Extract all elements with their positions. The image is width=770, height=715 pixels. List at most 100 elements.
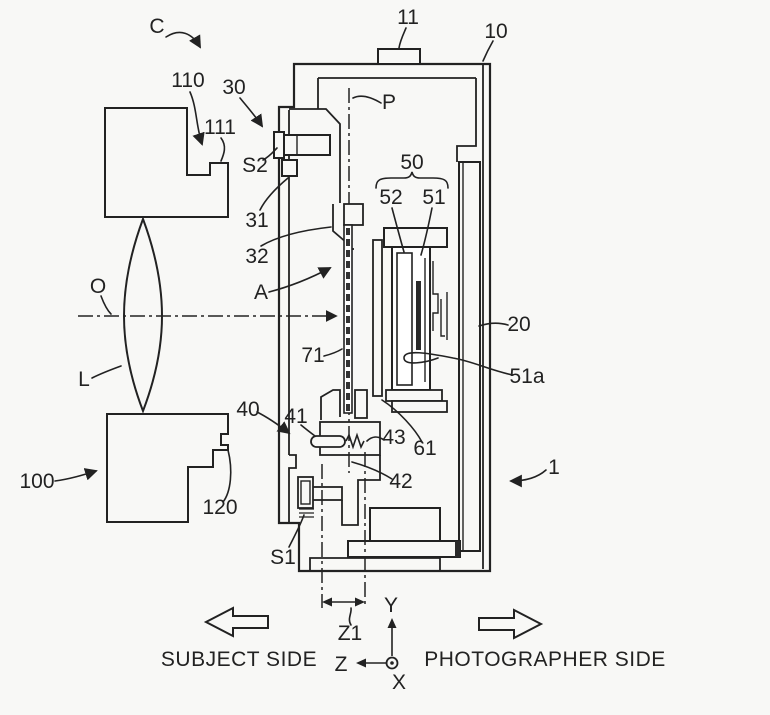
label-l: L	[78, 368, 90, 391]
side-captions: SUBJECT SIDE PHOTOGRAPHER SIDE	[161, 606, 666, 671]
lens-assembly	[78, 107, 338, 523]
base-box	[369, 507, 441, 542]
label-120: 120	[202, 496, 237, 519]
label-40: 40	[236, 398, 259, 421]
leader-111	[220, 137, 226, 162]
label-20: 20	[507, 313, 530, 336]
top-protrusion	[377, 48, 421, 65]
label-a: A	[254, 281, 268, 304]
axis-label-y: Y	[384, 594, 398, 617]
bottom-mechanism	[297, 421, 461, 558]
subject-side-caption: SUBJECT SIDE	[161, 648, 317, 671]
mount-contact-bar	[282, 134, 331, 156]
label-111: 111	[204, 116, 236, 139]
shutter-top-bracket	[343, 203, 364, 226]
z1-dimension	[321, 452, 366, 626]
sensor-inner-52	[396, 252, 413, 386]
leader-61	[381, 399, 423, 443]
leader-43	[366, 436, 385, 442]
spring-43	[345, 432, 365, 450]
leader-42	[351, 461, 393, 480]
label-10: 10	[484, 20, 507, 43]
rear-display-panel	[458, 161, 481, 552]
y-axis-arrow-icon	[387, 618, 397, 628]
label-o: O	[90, 275, 106, 298]
label-11: 11	[397, 6, 419, 29]
label-31: 31	[245, 209, 268, 232]
leader-51	[420, 207, 433, 256]
body-inner-top-wall	[317, 77, 476, 109]
display-niche-step	[456, 78, 477, 162]
sensor-unit	[372, 227, 448, 413]
camera-body	[277, 48, 492, 573]
front-mount-assembly	[273, 108, 341, 203]
leader-120	[222, 449, 232, 503]
shutter-unit	[320, 88, 368, 473]
lens-element	[122, 216, 164, 414]
label-52: 52	[379, 186, 402, 209]
body-inner-floor	[309, 557, 441, 571]
reference-labels: C 110 111 30 S2 31 32 A O L 100 120 40 4…	[19, 6, 559, 645]
axis-label-x: X	[392, 671, 406, 694]
leader-52	[391, 207, 405, 253]
mirror-box-top	[289, 108, 341, 203]
brace-50-icon	[375, 171, 449, 189]
label-c: C	[149, 15, 164, 38]
lens-mount-upper-block	[104, 107, 229, 218]
label-p: P	[382, 91, 396, 114]
sensor-body-51	[391, 246, 431, 391]
body-outer-wall	[277, 62, 492, 573]
photographer-side-arrow-icon	[478, 608, 544, 640]
leader-s2	[262, 147, 278, 161]
label-s2: S2	[242, 154, 268, 177]
leader-p	[352, 95, 382, 104]
label-32: 32	[245, 245, 268, 268]
label-110: 110	[171, 69, 204, 92]
base-plate-cap	[455, 541, 460, 557]
sensor-right-steps	[432, 261, 448, 340]
leader-110	[189, 91, 205, 146]
leader-lines	[54, 27, 547, 548]
sensor-top-flange	[383, 227, 448, 248]
screw-s2	[273, 131, 285, 159]
label-50: 50	[400, 151, 423, 174]
label-30: 30	[222, 76, 245, 99]
leader-11	[398, 27, 407, 49]
leader-a	[268, 267, 332, 293]
leader-100	[54, 468, 98, 482]
switch-s1-outer	[297, 476, 314, 509]
sensor-bottom-flange-2	[391, 400, 448, 413]
step-column-42	[341, 455, 381, 526]
dim-arrow-right-icon	[355, 597, 365, 607]
sensor-bottom-flange	[385, 389, 443, 402]
leader-20	[478, 322, 509, 327]
label-100: 100	[19, 470, 54, 493]
coordinate-axes: Y Z X	[335, 594, 406, 694]
label-43: 43	[382, 426, 405, 449]
z-axis-arrow-icon	[356, 658, 366, 668]
photographer-side-caption: PHOTOGRAPHER SIDE	[424, 648, 666, 671]
leader-71	[323, 348, 343, 357]
sensor-holder-61	[372, 239, 383, 397]
leader-c	[165, 31, 201, 49]
leader-s1	[288, 514, 305, 548]
leader-40	[256, 411, 291, 435]
leader-32	[260, 226, 332, 247]
dim-arrow-left-icon	[322, 597, 332, 607]
label-s1: S1	[270, 546, 296, 569]
leader-1	[509, 469, 547, 488]
switch-s1-contacts	[299, 508, 314, 518]
shutter-bottom-bar	[354, 389, 368, 419]
shutter-bottom-hook	[320, 389, 341, 420]
label-51: 51	[422, 186, 445, 209]
leader-31	[259, 177, 289, 211]
leader-41	[300, 424, 316, 437]
switch-s1-inner	[300, 480, 311, 505]
subject-side-arrow-icon	[203, 606, 269, 638]
leader-51a	[403, 351, 514, 376]
leader-o	[100, 295, 112, 315]
label-61: 61	[413, 437, 436, 460]
z1-leader	[348, 607, 352, 626]
label-71: 71	[301, 344, 324, 367]
